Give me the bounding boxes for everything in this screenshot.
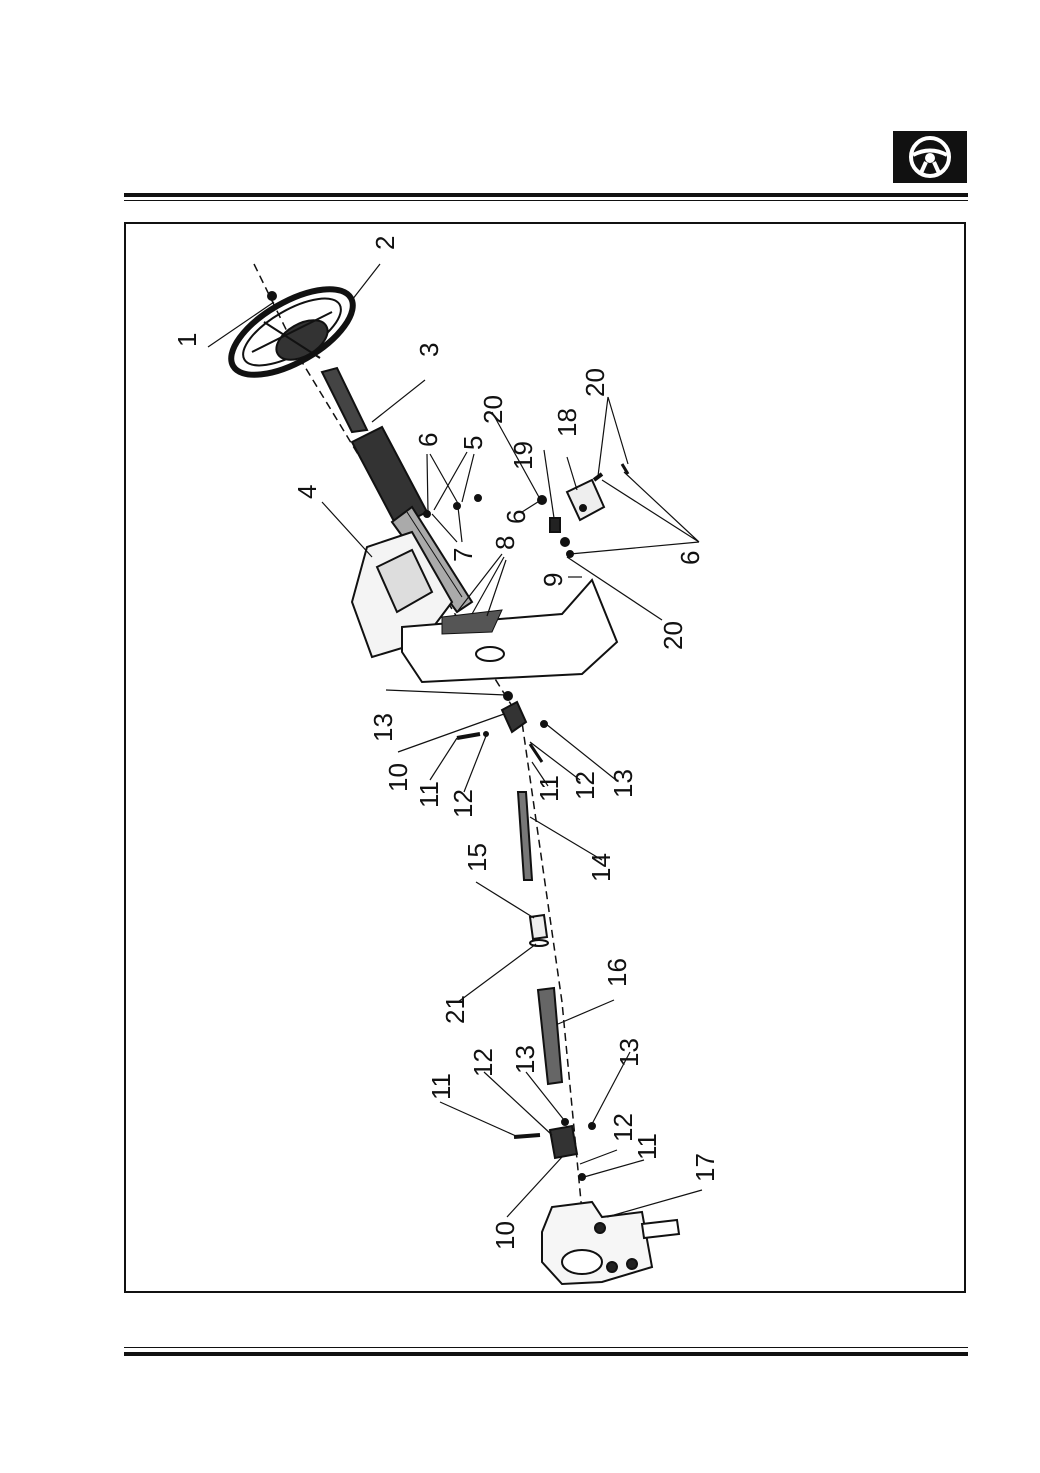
callout-label: 13 [614,1038,644,1067]
support-bracket [565,478,606,522]
fastener [423,510,431,518]
callout-label: 12 [570,771,600,800]
intermediate-shaft [516,791,534,881]
bolt [592,472,604,482]
callout-label: 9 [538,573,568,587]
callout-label: 12 [468,1048,498,1077]
callout-label: 2 [370,236,400,250]
callout-label: 6 [413,433,443,447]
steering-column-exploded-view: 1 2 3 4 5 6 7 8 20 19 18 20 6 6 9 20 13 … [172,236,720,1286]
callout-label: 18 [552,408,582,437]
steering-wheel [228,286,356,378]
coupling [528,913,549,941]
callout-label: 13 [368,713,398,742]
leader-lines [207,263,703,1218]
callout-label: 13 [510,1045,540,1074]
callout-label: 15 [462,843,492,872]
callout-label: 5 [458,436,488,450]
callout-label: 17 [690,1153,720,1182]
callout-label: 14 [586,853,616,882]
header-rule [124,193,968,197]
callout-label: 20 [658,621,688,650]
callout-label: 10 [490,1221,520,1250]
header-rule-thin [124,200,968,201]
callout-label: 11 [632,1133,662,1160]
callout-label: 20 [580,368,610,397]
steering-gearbox [541,1200,681,1286]
callout-label: 19 [508,441,538,470]
lower-shaft [536,986,564,1086]
callout-label: 20 [478,395,508,424]
steering-wheel-nut [267,291,277,301]
callout-label: 10 [383,763,413,792]
callout-label: 3 [414,343,444,357]
upper-universal-joint [456,691,548,763]
footer-rule [124,1352,968,1356]
callout-label: 1 [172,333,202,347]
callout-label: 7 [448,548,478,562]
callout-label: 21 [440,995,470,1024]
callout-label: 11 [534,775,564,802]
callout-label: 12 [448,789,478,818]
bolt [620,463,630,475]
fastener [474,494,482,502]
callout-label: 11 [414,781,444,808]
callout-label: 16 [602,958,632,987]
callout-labels: 1 2 3 4 5 6 7 8 20 19 18 20 6 6 9 20 13 … [172,236,720,1250]
callout-label: 11 [426,1073,456,1100]
callout-label: 6 [501,510,531,524]
callout-label: 12 [608,1113,638,1142]
lower-universal-joint [513,1118,596,1181]
callout-label: 6 [675,551,705,565]
footer-rule-thin [124,1347,968,1348]
clip-part-19 [549,517,561,533]
callout-label: 8 [490,536,520,550]
sealing-ring [529,939,549,947]
steering-wheel-icon [893,131,967,183]
callout-label: 13 [608,769,638,798]
axis-line [253,263,583,1213]
diagram-frame: 1 2 3 4 5 6 7 8 20 19 18 20 6 6 9 20 13 … [124,222,966,1293]
fastener [560,537,570,547]
callout-label: 4 [292,485,322,499]
